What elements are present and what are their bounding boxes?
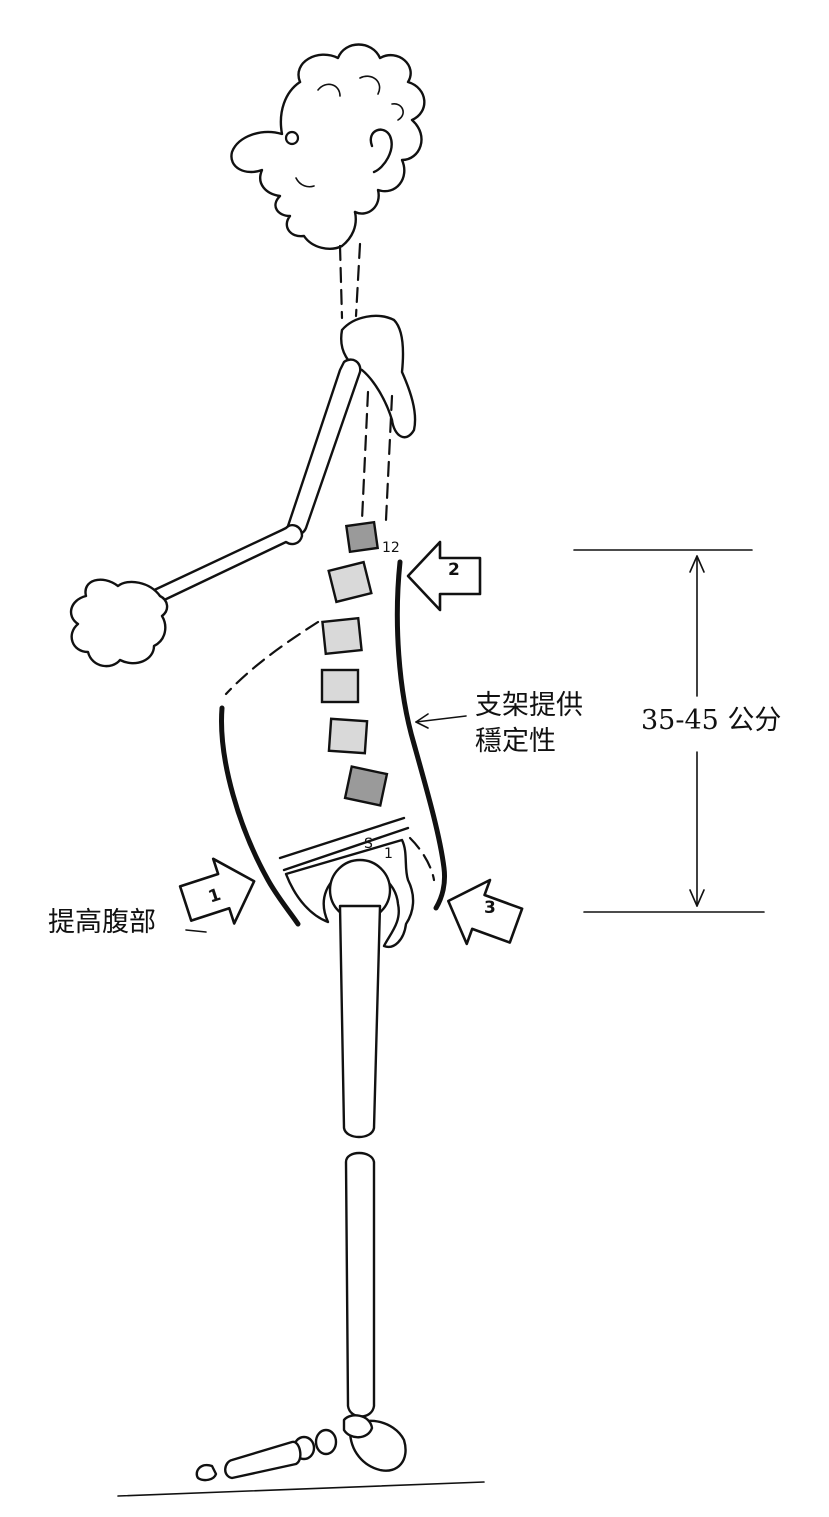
foot: [197, 1415, 406, 1480]
cervical-spine: [340, 244, 360, 318]
arm: [71, 360, 360, 667]
sacrum-dashed: [410, 838, 434, 880]
t12-mark: 12: [382, 540, 400, 556]
forearm: [149, 525, 302, 603]
upper-arm: [288, 360, 360, 535]
arrow-1: 1: [175, 849, 264, 936]
vertebra-l1: [329, 562, 372, 602]
ground-line: [118, 1482, 484, 1496]
metatarsal: [225, 1442, 300, 1478]
hand: [71, 580, 167, 666]
support-stability-label: 支架提供 穩定性: [475, 688, 583, 760]
raise-abdomen-label: 提高腹部: [48, 905, 156, 941]
hair: [299, 45, 425, 214]
tibia: [346, 1153, 374, 1417]
s1-s-mark: S: [364, 836, 373, 852]
vertebra-l2: [322, 618, 361, 654]
vertebra-t12: [346, 522, 377, 552]
measurement-label: 35-45 公分: [641, 703, 781, 739]
tarsal-1: [316, 1430, 336, 1454]
support-label-line-1: 支架提供: [475, 688, 583, 724]
thoracic-spine: [362, 392, 392, 520]
toe: [197, 1465, 216, 1480]
vertebra-l4: [329, 719, 367, 753]
lumbar-spine: 12: [322, 522, 400, 805]
support-label-line-2: 穩定性: [475, 724, 583, 760]
leg: [330, 860, 390, 1417]
ear: [371, 130, 392, 172]
vertebra-l5: [345, 767, 387, 806]
arrow-2-number: 2: [448, 560, 460, 580]
talus: [344, 1415, 372, 1437]
femur: [340, 906, 380, 1137]
abdomen-pointer: [186, 930, 206, 932]
eye: [286, 132, 298, 144]
vertebra-l3: [322, 670, 358, 702]
abdomen-dashed-line: [226, 622, 318, 694]
head: [231, 45, 424, 249]
arrow-3: 3: [437, 869, 528, 958]
arrow-3-number: 3: [484, 898, 496, 918]
mouth-line: [296, 178, 314, 187]
arrow-2: 2: [408, 542, 480, 610]
face: [231, 82, 355, 249]
s1-num-mark: 1: [384, 846, 393, 862]
